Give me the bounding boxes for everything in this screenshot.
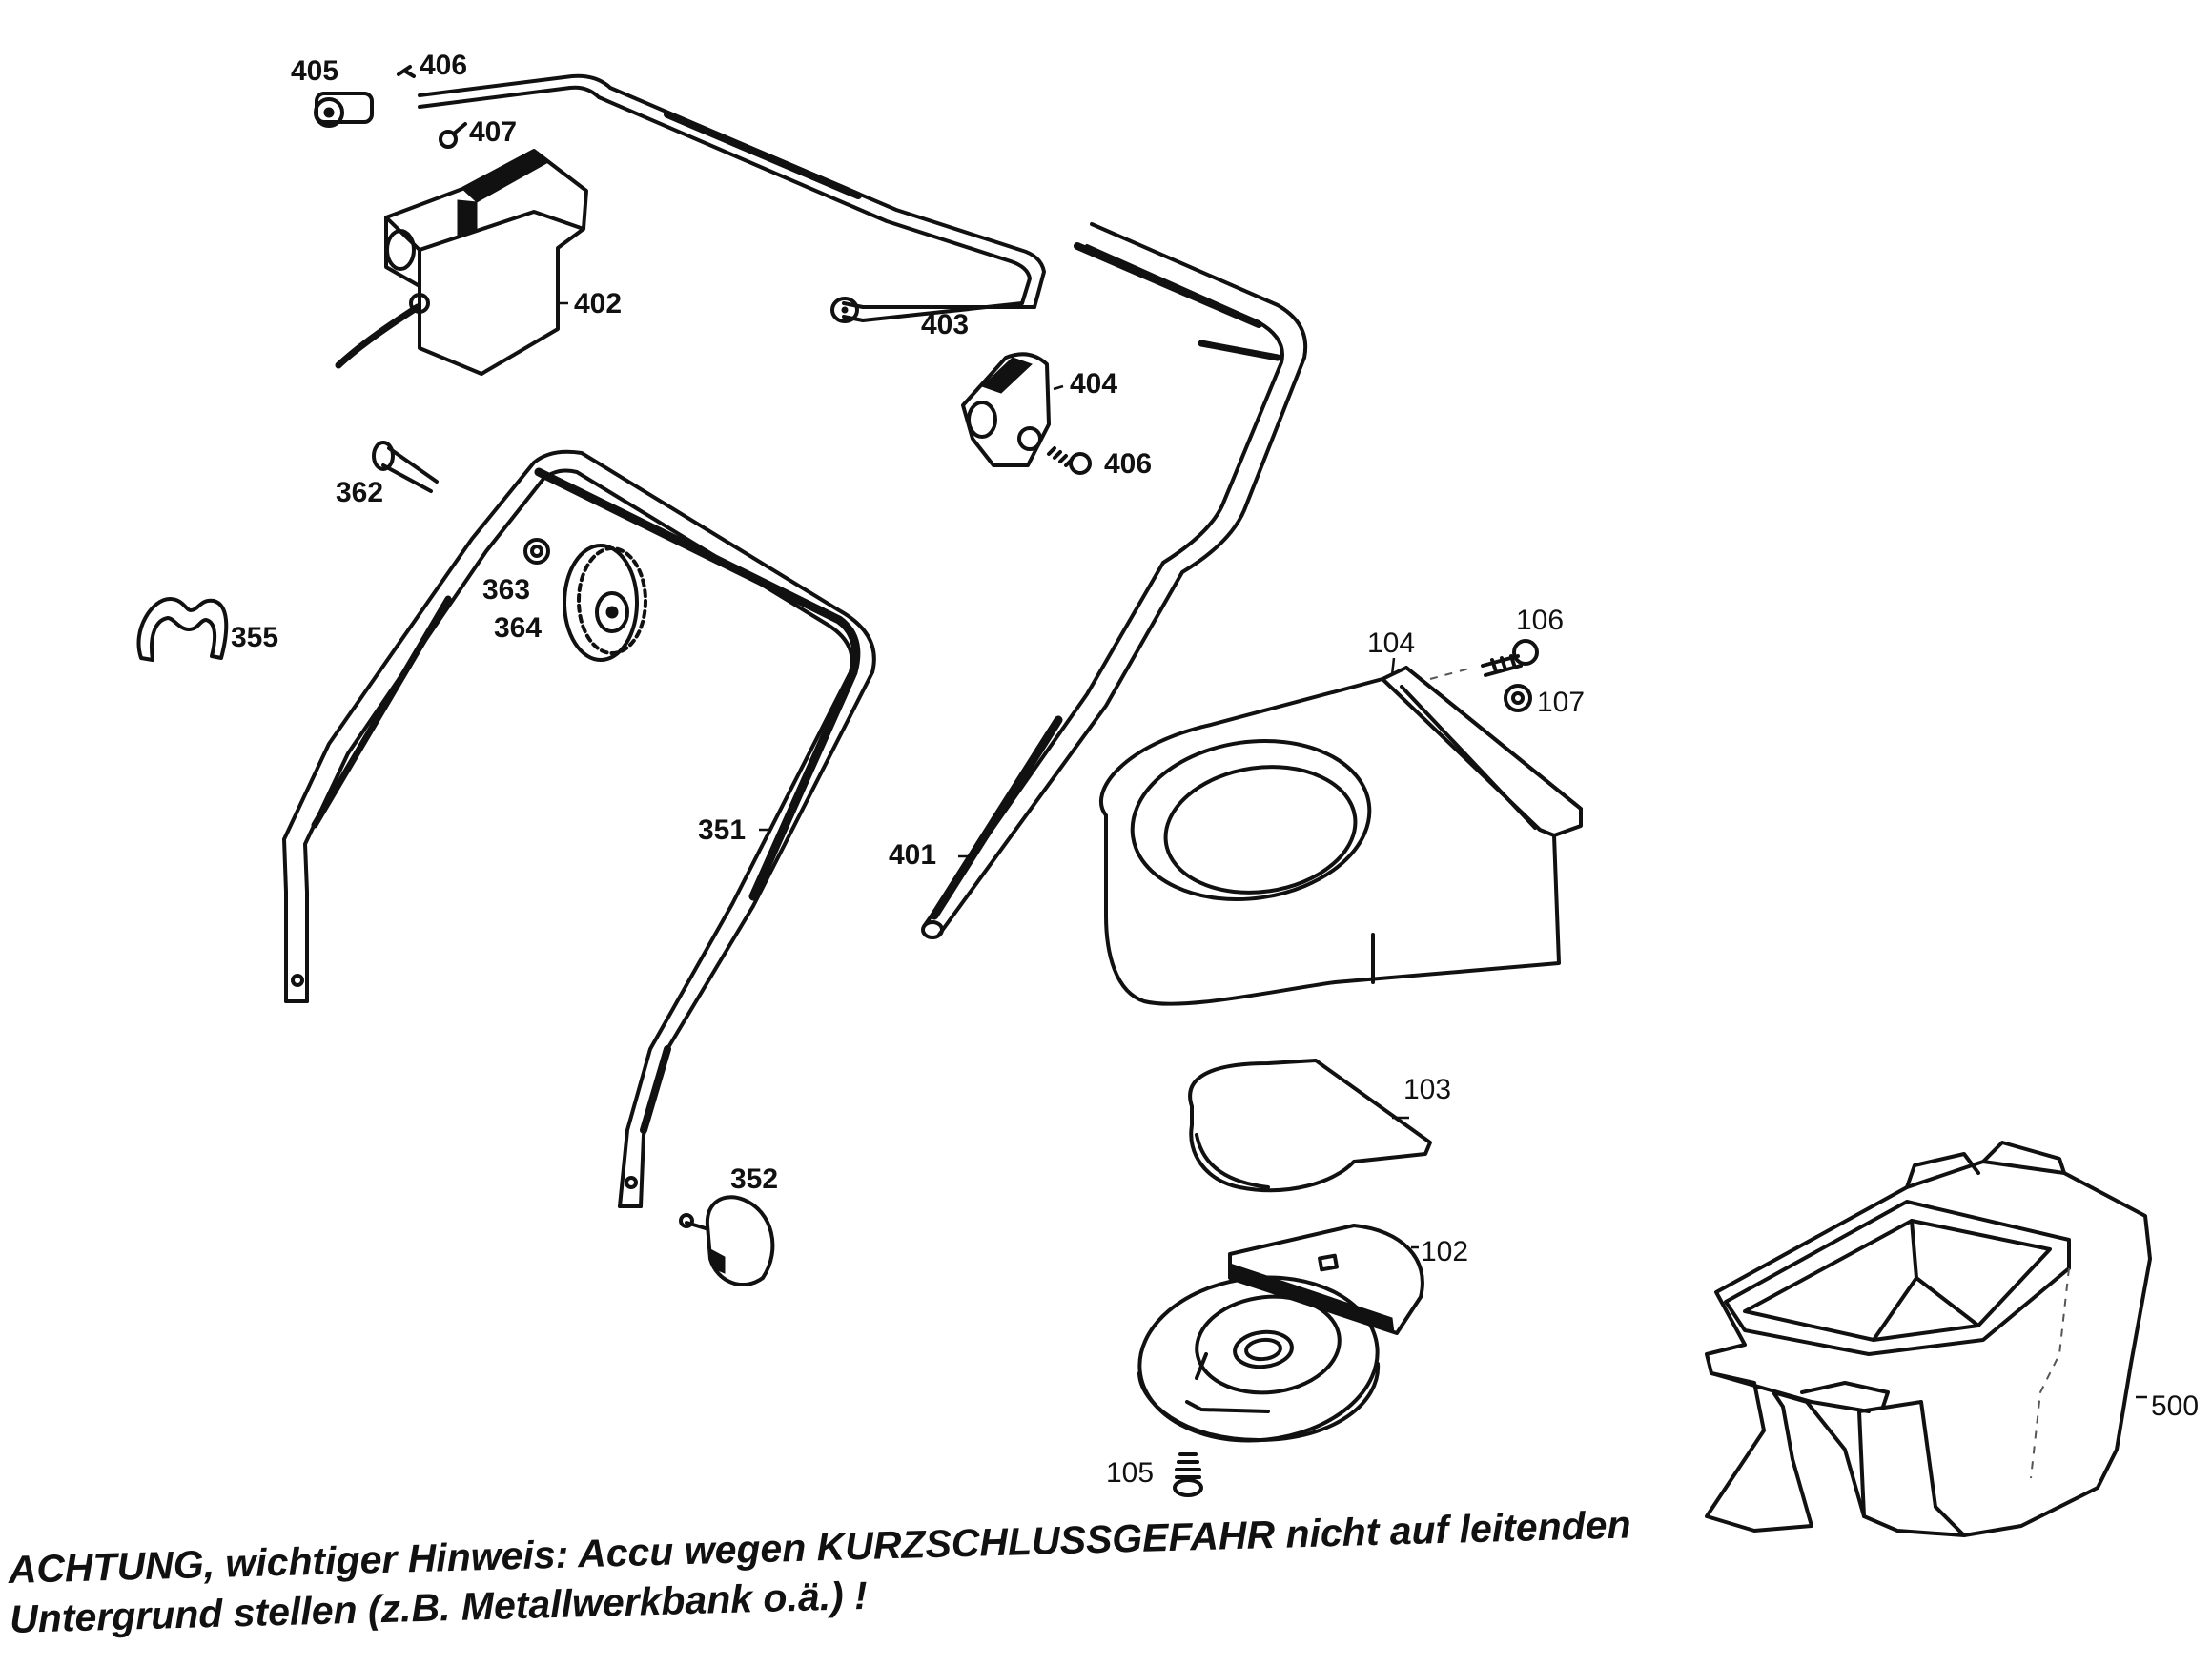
label-403: 403 [921, 309, 969, 340]
label-404: 404 [1070, 368, 1117, 400]
part-103-flap [1188, 1059, 1432, 1193]
label-351: 351 [698, 814, 746, 846]
part-404-clamp [961, 352, 1064, 467]
label-105: 105 [1106, 1457, 1154, 1489]
label-103: 103 [1403, 1074, 1451, 1105]
part-406-screw-top [397, 65, 416, 78]
label-407: 407 [469, 116, 517, 148]
part-406-screw-clamp [1047, 446, 1092, 475]
part-364-adjust-wheel [563, 544, 647, 662]
part-106-screw [1481, 639, 1539, 677]
label-406-clamp: 406 [1104, 448, 1152, 480]
label-364: 364 [494, 612, 542, 644]
label-102: 102 [1421, 1236, 1468, 1267]
part-405-clip [314, 92, 374, 128]
label-363: 363 [482, 574, 530, 606]
part-352-knob [679, 1195, 775, 1287]
label-500: 500 [2151, 1390, 2199, 1422]
label-107: 107 [1537, 687, 1585, 718]
label-402: 402 [574, 288, 622, 319]
part-355-clip [136, 597, 229, 662]
part-401-handle-leg [921, 222, 1308, 939]
part-401-upper-handle [418, 73, 1046, 323]
label-406-top: 406 [420, 50, 467, 81]
label-362: 362 [336, 477, 383, 508]
label-355: 355 [231, 622, 278, 653]
label-104: 104 [1367, 628, 1415, 659]
part-107-nut [1504, 684, 1532, 712]
label-401: 401 [889, 839, 936, 871]
part-104-chute-housing [1099, 657, 1583, 1006]
label-106: 106 [1516, 605, 1564, 636]
label-405: 405 [291, 55, 338, 87]
part-102-disc [1137, 1224, 1424, 1443]
part-362-bolt [372, 441, 439, 493]
part-363-nut [523, 538, 550, 565]
part-500-grass-box [1705, 1141, 2152, 1537]
part-402-switch-housing [335, 149, 588, 376]
part-105-screw [1173, 1452, 1203, 1497]
label-352: 352 [730, 1163, 778, 1195]
part-407-screw [439, 122, 467, 149]
part-351-lower-handle [282, 449, 876, 1208]
